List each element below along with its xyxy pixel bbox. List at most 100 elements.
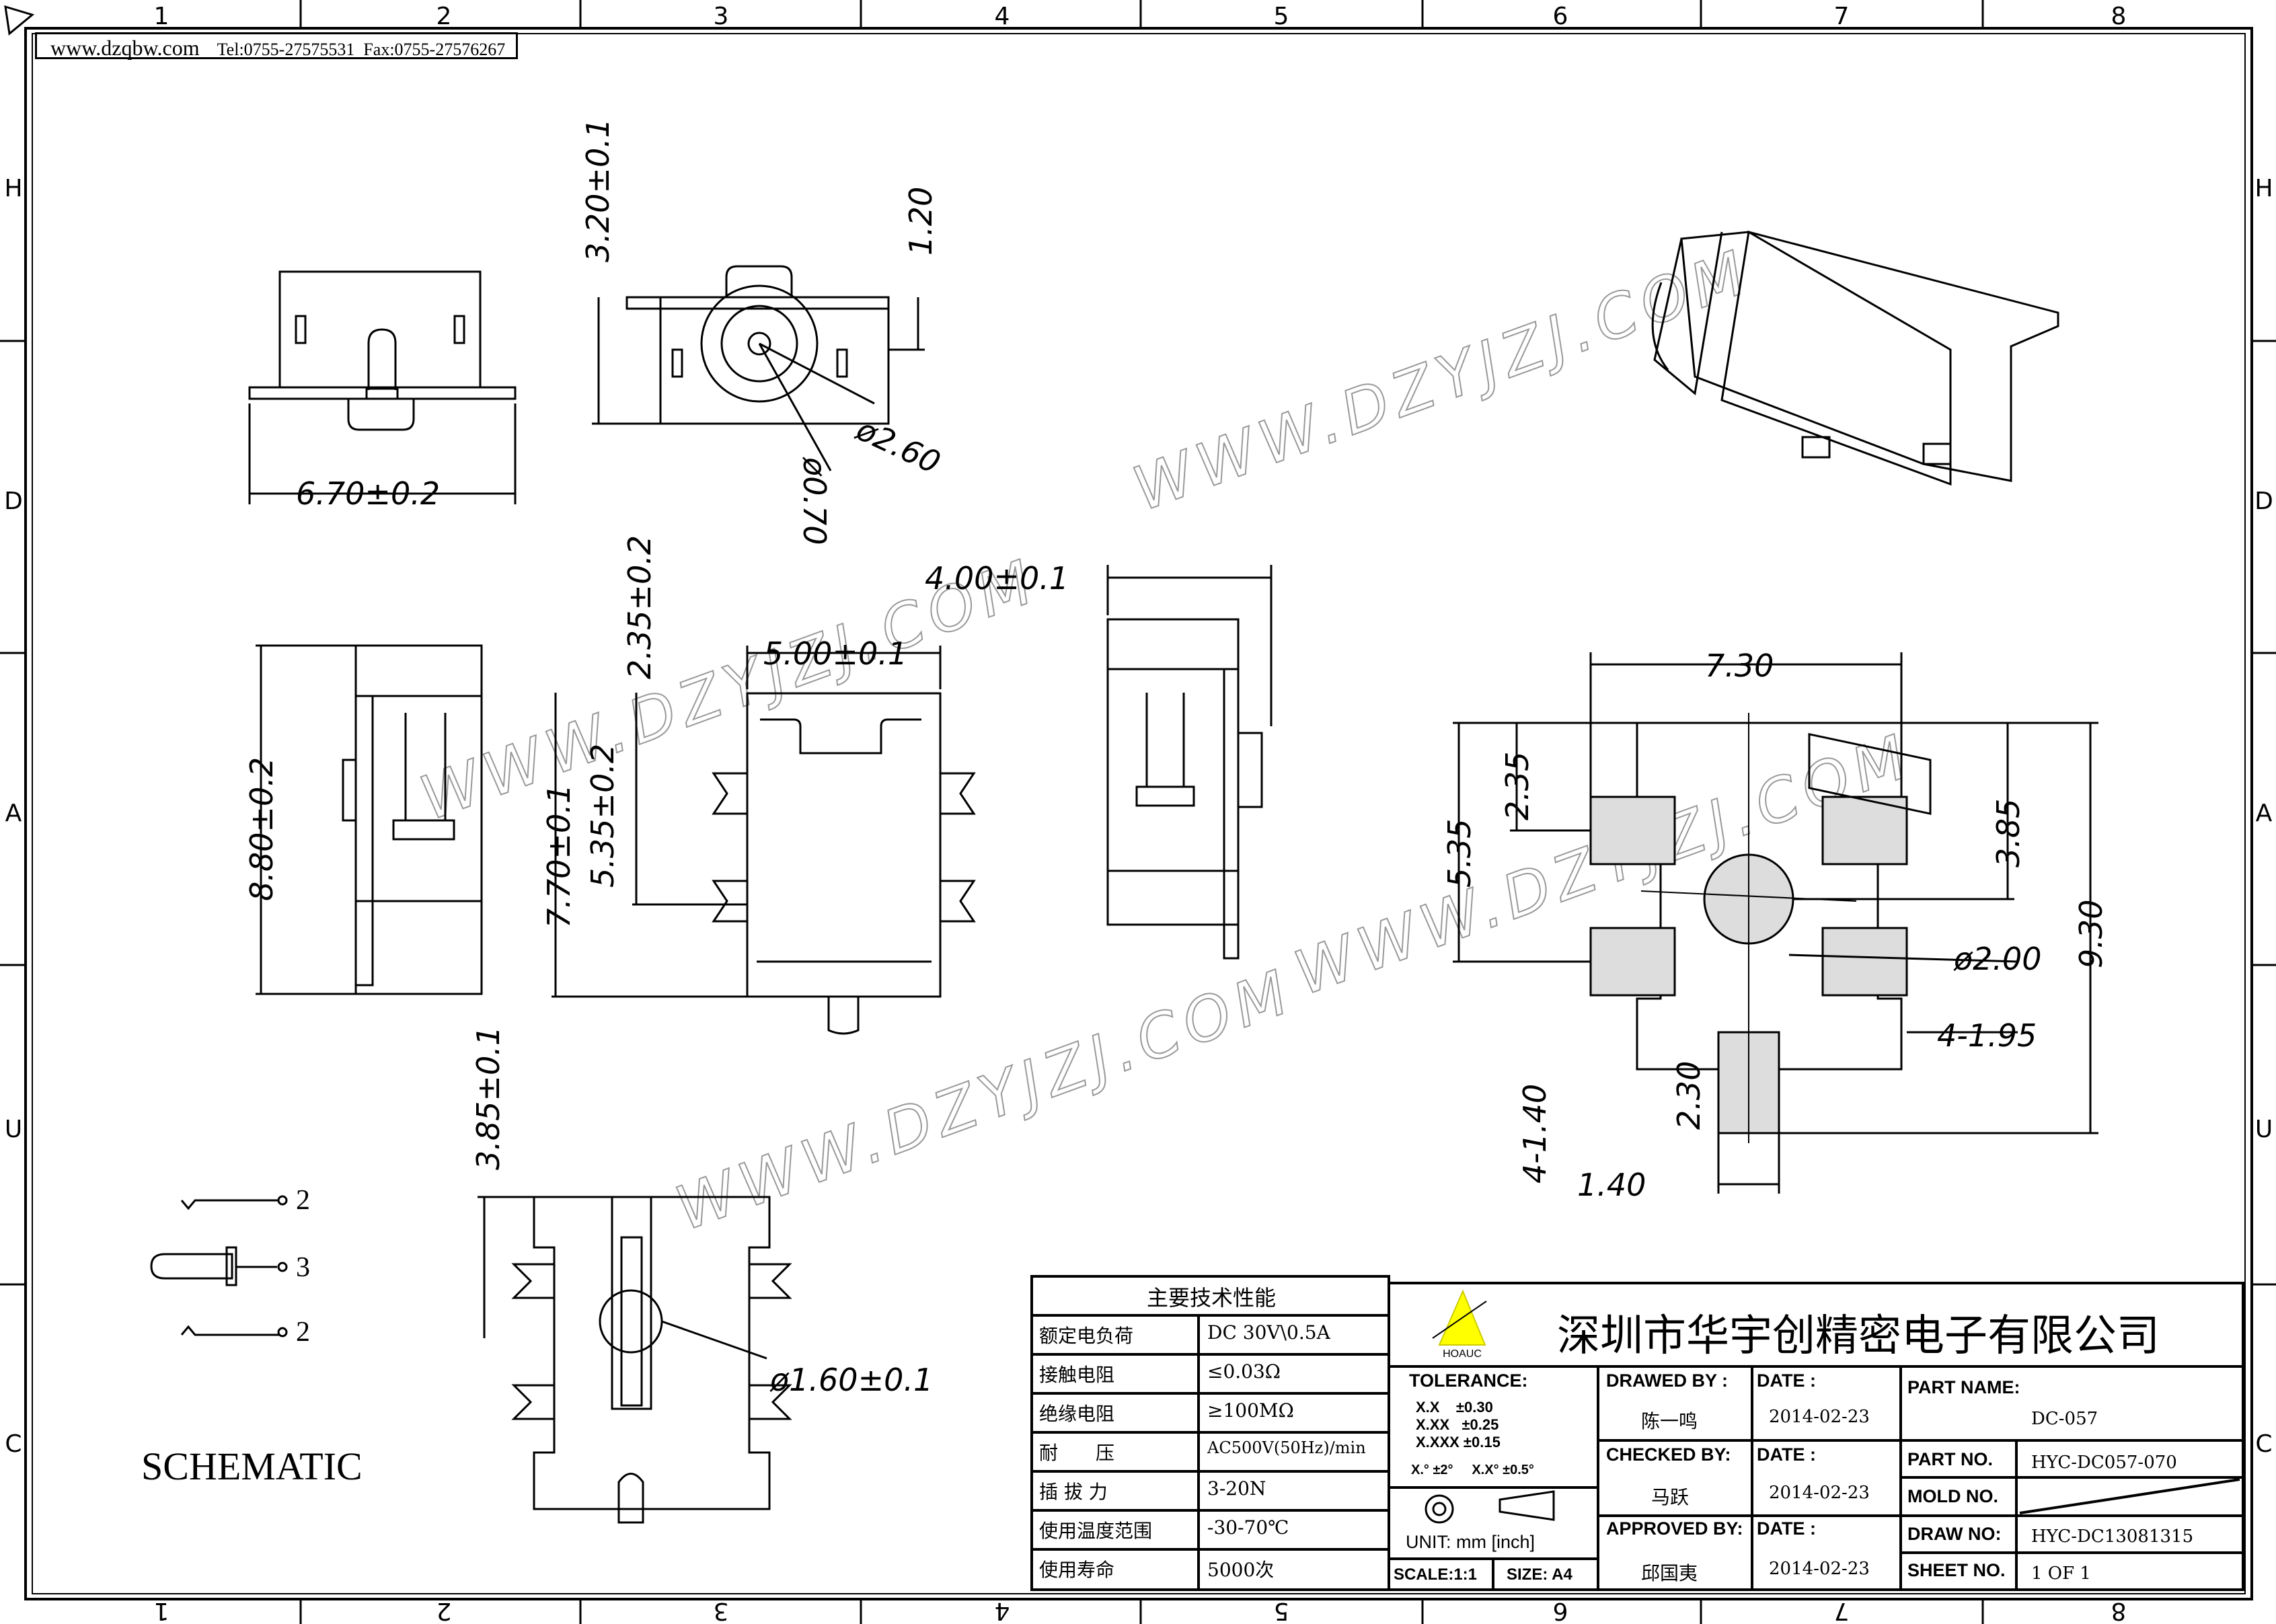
checked-by: 马跃 <box>1651 1486 1690 1508</box>
watermark-text: WWW.DZYJZJ.COM <box>1125 236 1761 525</box>
zone-col-label: 2 <box>437 3 452 30</box>
watermark-text: WWW.DZYJZJ.COM <box>667 956 1303 1245</box>
zone-col-label: 3 <box>714 3 729 30</box>
schematic-pin-label: 3 <box>296 1252 310 1283</box>
dim-fp-h1: 2.35 <box>1499 752 1535 820</box>
spec-label: 插 拔 力 <box>1039 1481 1108 1503</box>
date-label: DATE : <box>1757 1518 1816 1539</box>
dim-side-height: 8.80±0.2 <box>243 757 280 901</box>
zone-col-label: 1 <box>154 3 169 30</box>
unit-label: UNIT: mm [inch] <box>1406 1532 1535 1552</box>
zone-col-label: 7 <box>1834 3 1850 30</box>
zone-col-label: 4 <box>995 3 1010 30</box>
tolerance-value: X.XXX ±0.15 <box>1416 1434 1501 1451</box>
sheet-no-label: SHEET NO. <box>1907 1560 2006 1580</box>
size-label: SIZE: A4 <box>1507 1565 1572 1584</box>
spec-label: 接触电阻 <box>1039 1364 1115 1386</box>
dim-outer-diameter: ø2.60 <box>850 411 946 481</box>
tolerance-value: X.X ±0.30 <box>1416 1399 1493 1416</box>
dim-front-h3: 5.35±0.2 <box>584 744 621 888</box>
drawn-by: 陈一鸣 <box>1641 1410 1698 1432</box>
company-logo: HOAUC <box>1432 1289 1487 1360</box>
spec-value: ≤0.03Ω <box>1207 1360 1281 1383</box>
dim-bottom-diameter: ø1.60±0.1 <box>769 1362 933 1398</box>
title-block-grid <box>1030 1275 2244 1591</box>
spec-label: 使用寿命 <box>1039 1559 1115 1581</box>
spec-value: DC 30V\0.5A <box>1207 1321 1330 1344</box>
top-view <box>248 270 517 504</box>
dim-fp-diameter: ø2.00 <box>1953 941 2042 977</box>
isometric-view <box>1651 230 2059 815</box>
zone-row-label: H <box>2254 175 2273 202</box>
scale-label: SCALE:1:1 <box>1394 1565 1478 1584</box>
zone-col-label: 6 <box>1553 1597 1568 1624</box>
zone-col-label: 2 <box>437 1597 452 1624</box>
draw-no: HYC-DC13081315 <box>2031 1526 2194 1547</box>
logo-text: HOAUC <box>1443 1348 1482 1360</box>
zone-col-label: 5 <box>1274 3 1289 30</box>
spec-value: 3-20N <box>1207 1477 1266 1500</box>
sheet-no: 1 OF 1 <box>2031 1563 2091 1584</box>
inner-frame <box>32 33 2246 1594</box>
telephone: Tel:0755-27575531 <box>217 40 355 59</box>
website-link[interactable]: www.dzqbw.com <box>50 36 200 60</box>
spec-label: 使用温度范围 <box>1039 1520 1153 1542</box>
outer-frame <box>24 27 2253 1600</box>
sheet-corner-marker <box>4 5 35 36</box>
dim-fp-height: 9.30 <box>2073 900 2109 968</box>
dim-top-offset: 1.20 <box>903 187 939 256</box>
zone-col-label: 3 <box>714 1597 729 1624</box>
draw-no-label: DRAW NO: <box>1907 1524 2002 1544</box>
dim-pin-diameter: ø0.70 <box>796 457 833 545</box>
tolerance-angle: X.° ±2° X.X° ±0.5° <box>1411 1463 1534 1477</box>
tolerance-label: TOLERANCE: <box>1409 1370 1528 1391</box>
zone-row-label: D <box>2254 488 2273 515</box>
drawn-date: 2014-02-23 <box>1769 1407 1870 1427</box>
dim-fp-pad-height: 4-1.40 <box>1517 1084 1553 1184</box>
zone-col-label: 8 <box>2111 1597 2127 1624</box>
zone-row-label: A <box>2256 800 2273 827</box>
specs-title: 主要技术性能 <box>1147 1285 1277 1311</box>
dim-fp-width: 7.30 <box>1705 648 1774 684</box>
schematic-title: SCHEMATIC <box>141 1444 363 1488</box>
fax: Fax:0755-27576267 <box>363 40 506 59</box>
part-no-label: PART NO. <box>1907 1449 1993 1469</box>
spec-label: 绝缘电阻 <box>1039 1403 1115 1425</box>
schematic-pin-label: 2 <box>296 1317 310 1348</box>
end-view <box>592 265 925 471</box>
part-name: DC-057 <box>2031 1409 2098 1429</box>
dim-fp-slot-width: 1.40 <box>1577 1167 1646 1203</box>
date-label: DATE : <box>1757 1444 1816 1465</box>
dim-front-h1: 2.35±0.2 <box>621 535 658 679</box>
zone-col-label: 6 <box>1553 3 1568 30</box>
dim-right-width: 4.00±0.1 <box>925 560 1069 596</box>
right-side-view <box>1106 565 1273 960</box>
side-view <box>256 644 483 995</box>
dim-front-h2: 7.70±0.1 <box>541 784 577 928</box>
part-no: HYC-DC057-070 <box>2031 1453 2177 1473</box>
zone-row-label: A <box>5 800 22 827</box>
spec-value: AC500V(50Hz)/min <box>1207 1438 1366 1457</box>
date-label: DATE : <box>1757 1370 1816 1391</box>
zone-row-label: D <box>4 488 23 515</box>
zone-row-label: H <box>4 175 22 202</box>
dim-fp-pad-width: 4-1.95 <box>1937 1017 2037 1054</box>
dim-top-height: 3.20±0.1 <box>580 118 616 262</box>
zone-row-label: U <box>2255 1116 2273 1143</box>
part-name-label: PART NAME: <box>1907 1377 2020 1397</box>
approved-date: 2014-02-23 <box>1769 1559 1870 1579</box>
bottom-view <box>478 1196 792 1524</box>
approved-by: 邱国夷 <box>1641 1562 1698 1584</box>
dim-bottom-offset: 3.85±0.1 <box>470 1026 506 1170</box>
drawn-by-label: DRAWED BY : <box>1606 1370 1729 1391</box>
schematic-symbol <box>150 1195 288 1338</box>
pcb-footprint <box>1453 652 2098 1194</box>
spec-label: 耐 压 <box>1039 1442 1115 1464</box>
spec-value: -30-70℃ <box>1207 1516 1289 1539</box>
zone-row-label: U <box>5 1116 22 1143</box>
spec-value: ≥100MΩ <box>1207 1399 1294 1422</box>
front-view <box>552 646 976 1035</box>
